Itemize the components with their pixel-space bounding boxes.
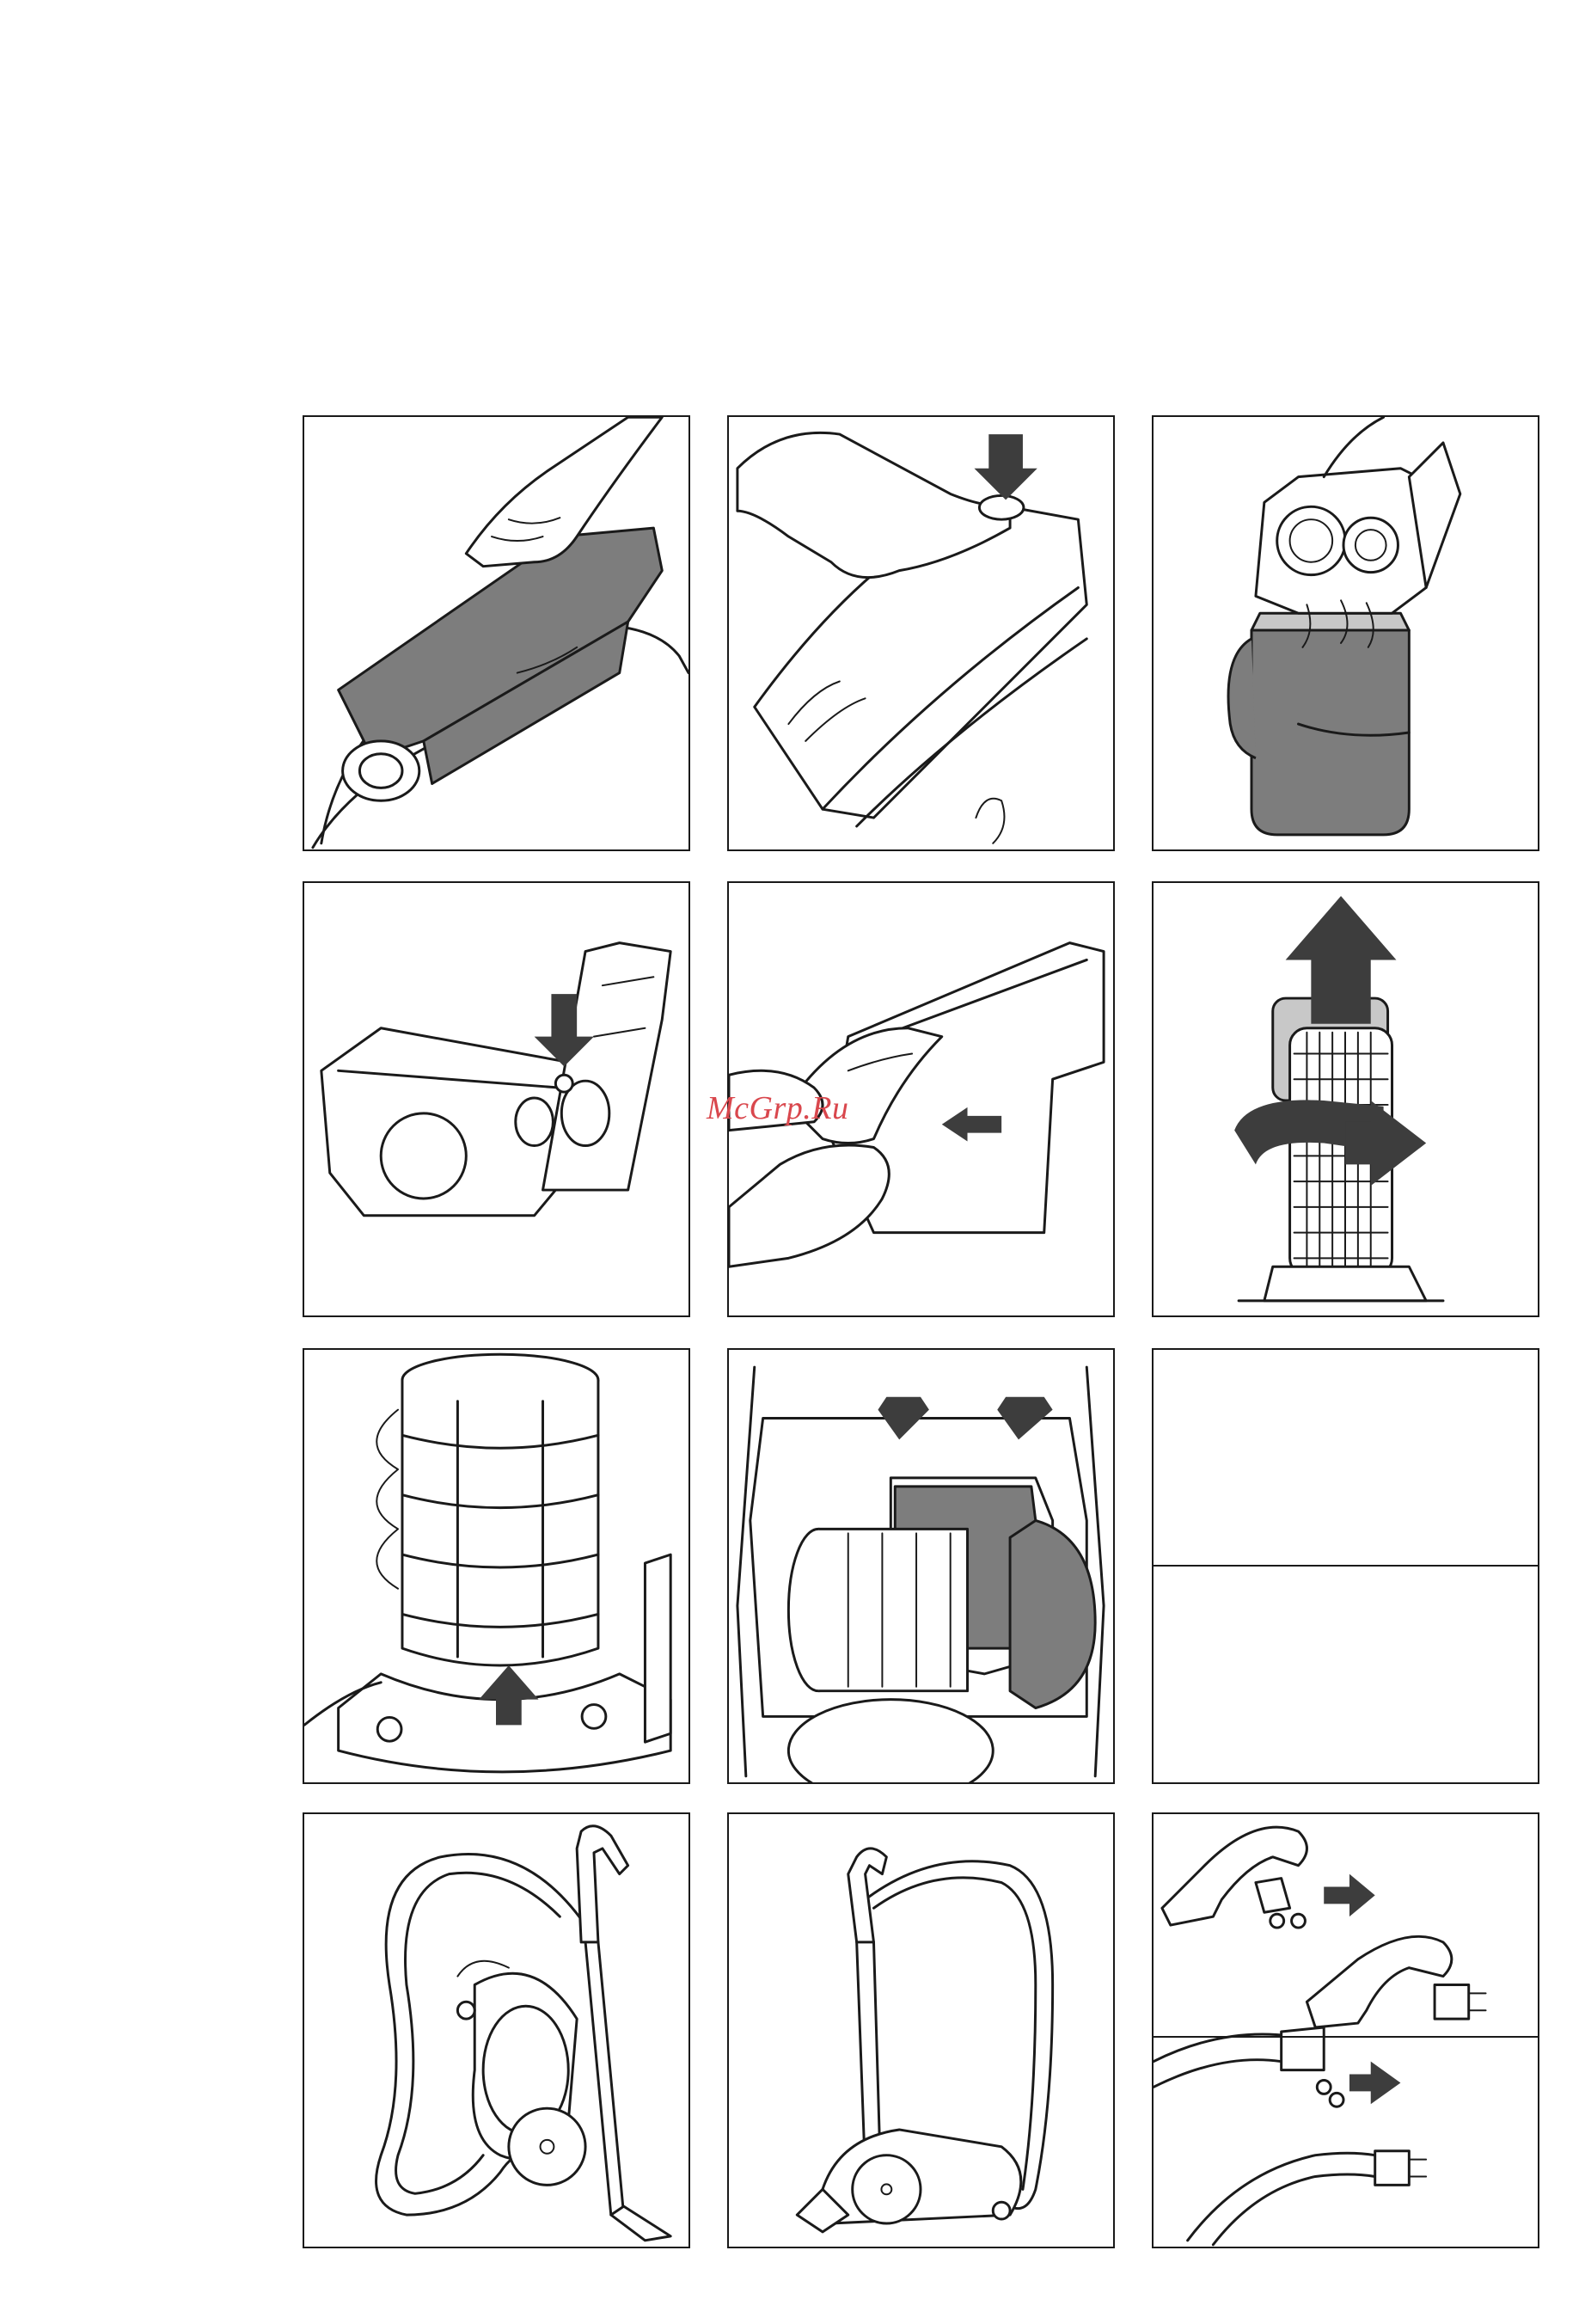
finger-press-button-drawing — [729, 417, 1113, 849]
twist-lift-filter-drawing — [1154, 883, 1538, 1315]
vacuum-standing-drawing — [729, 1814, 1113, 2247]
illustration-panel-10 — [303, 1812, 690, 2248]
watermark-text: McGrp.Ru — [707, 1089, 848, 1127]
illustration-panel-2 — [727, 415, 1115, 851]
vacuum-parked-drawing — [304, 1814, 688, 2247]
illustration-panel-8 — [727, 1348, 1115, 1784]
illustration-panel-9 — [1152, 1348, 1539, 1784]
handle-detach-drawing — [1154, 1814, 1538, 2247]
illustration-panel-6 — [1152, 881, 1539, 1317]
press-release-catch-drawing — [304, 883, 688, 1315]
illustration-panel-3 — [1152, 415, 1539, 851]
illustration-panel-4 — [303, 881, 690, 1317]
insert-filter-drawing — [729, 1350, 1113, 1782]
filter-cage-drawing — [304, 1350, 688, 1782]
panel-9-step-divider — [1154, 1565, 1538, 1567]
illustration-panel-12 — [1152, 1812, 1539, 2248]
emptying-dust-container-drawing — [1154, 417, 1538, 849]
illustration-panel-1 — [303, 415, 690, 851]
panel-12-step-divider — [1154, 2036, 1538, 2038]
illustration-panel-11 — [727, 1812, 1115, 2248]
hand-lid-release-drawing — [304, 417, 688, 849]
illustration-panel-7 — [303, 1348, 690, 1784]
